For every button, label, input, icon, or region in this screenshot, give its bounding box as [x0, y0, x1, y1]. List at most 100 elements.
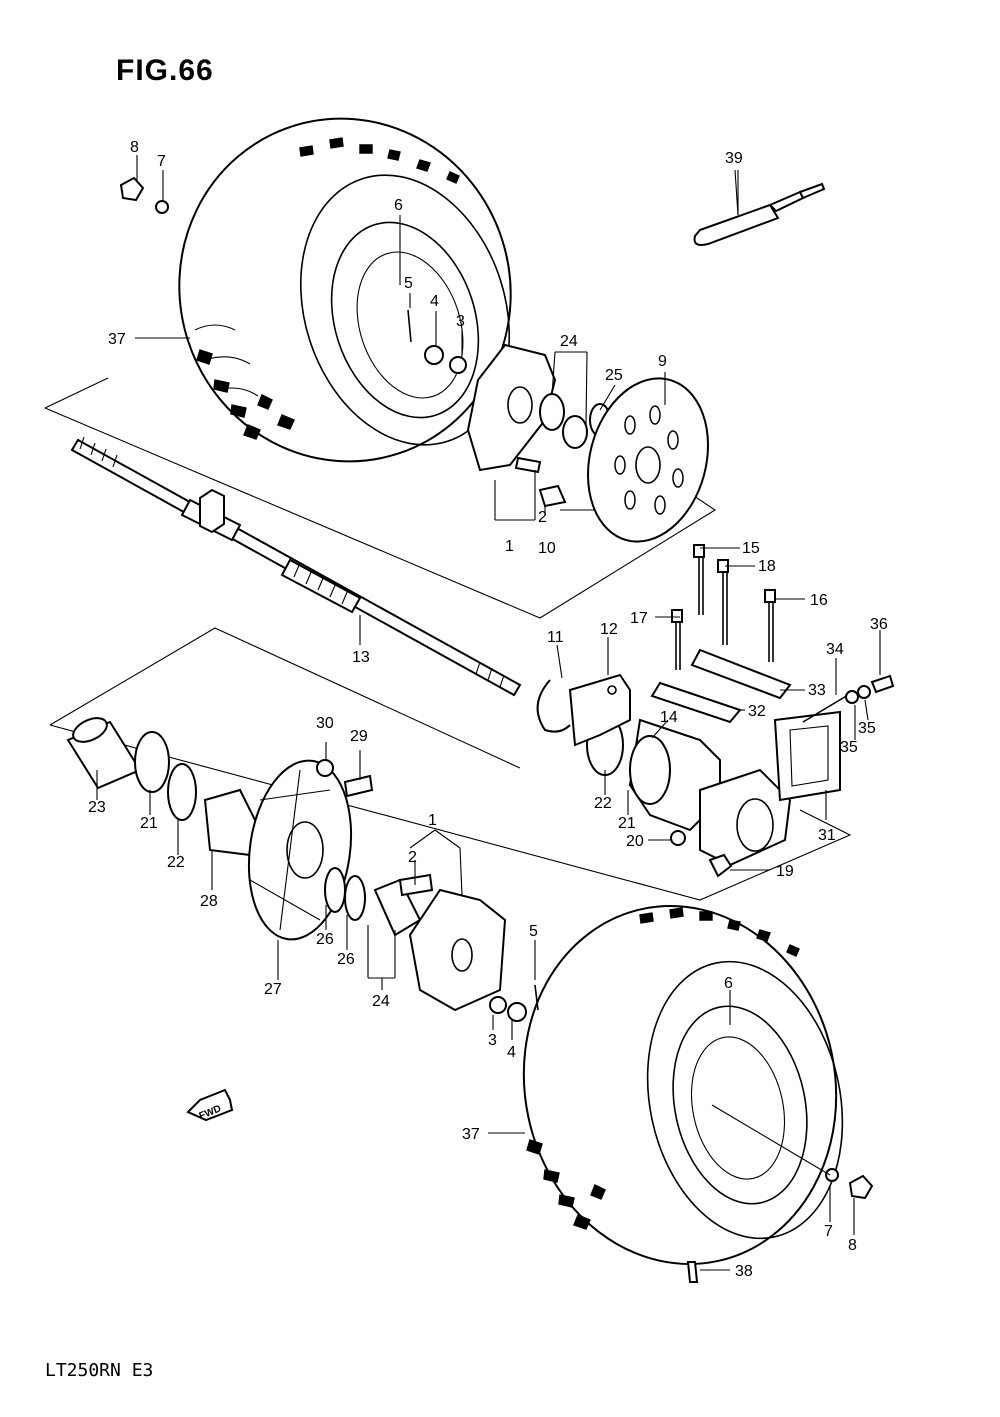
callout-15: 15	[742, 540, 760, 557]
callout-31: 31	[818, 827, 836, 844]
upper-seal	[562, 415, 588, 449]
callout-19: 19	[776, 863, 794, 880]
callout-10: 10	[538, 540, 556, 557]
callout-1-upper: 1	[505, 538, 514, 555]
washer-3-upper	[449, 356, 467, 374]
callout-24-lower: 24	[372, 993, 390, 1010]
callout-33: 33	[808, 682, 826, 699]
nut-35a	[845, 690, 859, 704]
nut-4-lower	[507, 1002, 527, 1022]
callout-35b: 35	[858, 720, 876, 737]
callout-29: 29	[350, 728, 368, 745]
bolt-36	[870, 674, 895, 694]
bearing-21-left	[134, 731, 170, 793]
callout-3-upper: 3	[456, 313, 465, 330]
nut-19	[708, 853, 733, 878]
callout-4-lower: 4	[507, 1044, 516, 1061]
callout-6-lower: 6	[724, 975, 733, 992]
callout-4-upper: 4	[430, 293, 439, 310]
nut-20	[670, 830, 686, 846]
lower-wheel	[522, 905, 844, 1265]
nut-8-upper	[119, 176, 145, 202]
callout-27: 27	[264, 981, 282, 998]
callout-24-upper: 24	[560, 333, 578, 350]
callout-22-left: 22	[167, 854, 185, 871]
callout-2-lower: 2	[408, 849, 417, 866]
tool-39	[693, 182, 826, 246]
sprocket-27	[247, 759, 353, 941]
callout-8-upper: 8	[130, 139, 139, 156]
bracket-12	[568, 673, 631, 747]
bolts-and-plates	[650, 544, 792, 724]
callout-6-upper: 6	[394, 197, 403, 214]
callout-7-upper: 7	[157, 153, 166, 170]
callout-38: 38	[735, 1263, 753, 1280]
washer-7-lower	[825, 1168, 839, 1182]
callout-37-lower: 37	[462, 1126, 480, 1143]
valve-38	[686, 1261, 699, 1283]
callout-9: 9	[658, 353, 667, 370]
figure-title: FIG.66	[116, 54, 214, 87]
nut-35b	[857, 685, 871, 699]
washer-3-lower	[489, 996, 507, 1014]
callout-30: 30	[316, 715, 334, 732]
lower-assembly-outline-bottom	[49, 724, 852, 901]
callout-26b: 26	[337, 951, 355, 968]
bolt-2-upper	[514, 456, 542, 474]
pin-5-upper	[407, 309, 412, 343]
snap-ring-11	[536, 679, 571, 733]
brake-disc	[586, 377, 710, 543]
callout-34: 34	[826, 641, 844, 658]
leader-lines	[96, 155, 881, 1271]
bolt-10	[538, 484, 567, 508]
callout-7-lower: 7	[824, 1223, 833, 1240]
ring-26a	[324, 867, 346, 913]
callout-35a: 35	[840, 739, 858, 756]
callout-36: 36	[870, 616, 888, 633]
nut-4-upper	[424, 345, 444, 365]
upper-bearing	[539, 393, 565, 431]
bolt-2-lower	[398, 873, 434, 897]
ring-26b	[344, 875, 366, 921]
lower-assembly-outline	[49, 627, 521, 769]
bearing-22-left	[167, 763, 197, 821]
callout-3-lower: 3	[488, 1032, 497, 1049]
callout-5-upper: 5	[404, 275, 413, 292]
plate-33	[690, 648, 792, 700]
callout-12: 12	[600, 621, 618, 638]
callout-20: 20	[626, 833, 644, 850]
callout-23: 23	[88, 799, 106, 816]
stud-34	[802, 694, 849, 723]
lower-hub	[408, 888, 507, 1012]
callout-22-right: 22	[594, 795, 612, 812]
forward-arrow-icon: FWD	[186, 1088, 234, 1122]
model-code: LT250RN E3	[45, 1360, 154, 1381]
callout-16: 16	[810, 592, 828, 609]
callout-1-lower: 1	[428, 812, 437, 829]
callout-14: 14	[660, 709, 678, 726]
callout-11: 11	[547, 629, 564, 646]
callout-labels: 8 7 6 5 4 3 37 24 25 9 2 1 10 39 15 18 1…	[88, 139, 888, 1280]
callout-2-upper: 2	[538, 509, 547, 526]
cover-31	[773, 710, 841, 802]
callout-37-upper: 37	[108, 331, 126, 348]
upper-wheel	[178, 117, 512, 463]
upper-assembly-outline	[44, 377, 109, 409]
callout-5-lower: 5	[529, 923, 538, 940]
pin-5-lower	[534, 984, 539, 1011]
callout-13: 13	[352, 649, 370, 666]
upper-hub	[466, 343, 611, 472]
callout-21-right: 21	[618, 815, 636, 832]
bearing-housing	[586, 714, 792, 867]
nut-8-lower	[848, 1174, 874, 1200]
washer-7-upper	[155, 200, 169, 214]
washer-30	[316, 759, 334, 777]
callout-18: 18	[758, 558, 776, 575]
callout-28: 28	[200, 893, 218, 910]
spacer-23	[66, 717, 142, 790]
bearing-21-right	[629, 735, 671, 805]
plate-32	[650, 681, 742, 724]
callout-8-lower: 8	[848, 1237, 857, 1254]
